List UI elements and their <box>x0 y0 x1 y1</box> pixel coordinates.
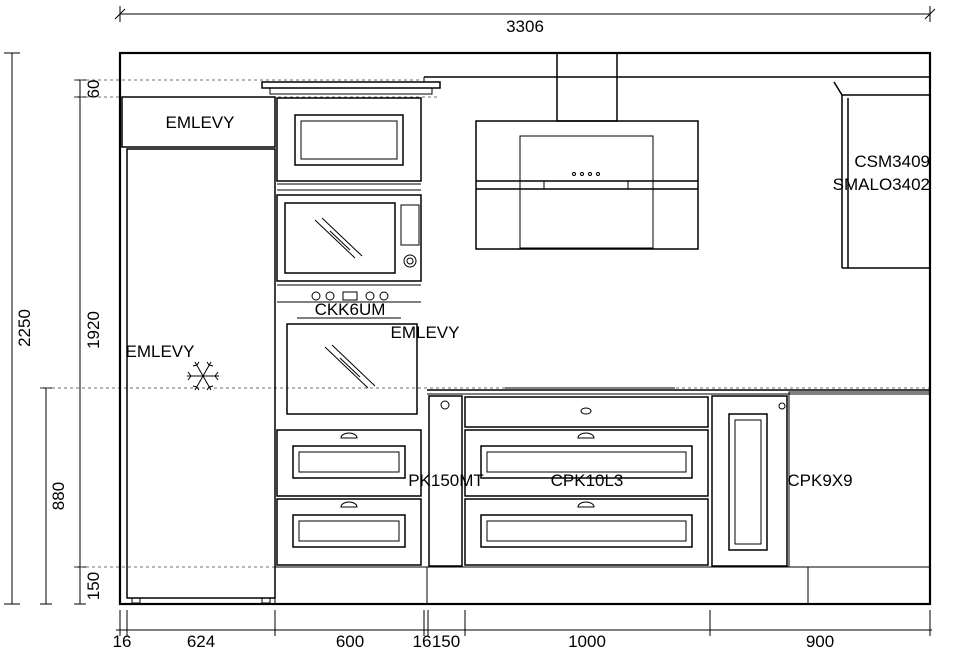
tall-height-dimension: 60 1920 150 <box>74 79 103 605</box>
wall-unit-right: CSM3409 SMALO3402 <box>423 76 930 269</box>
knob-icon <box>311 291 389 301</box>
base-height-label: 880 <box>49 482 68 510</box>
tall-oven-unit: CKK6UM EMLEVY <box>261 81 460 605</box>
dim-bottom-4: 150 <box>432 632 460 651</box>
dim-bottom-1: 624 <box>187 632 215 651</box>
bottom-dimension-chain: 16 624 600 16 150 1000 900 <box>113 610 932 651</box>
base-height-dimension: 880 <box>40 387 68 605</box>
overall-width-dimension: 3306 <box>114 6 936 36</box>
overall-height-dimension: 2250 <box>4 52 34 605</box>
plinth-label: 150 <box>84 572 103 600</box>
dim-bottom-6: 900 <box>806 632 834 651</box>
drawer-base-label: CPK10L3 <box>551 471 624 490</box>
dim-bottom-0: 16 <box>113 632 132 651</box>
dim-bottom-2: 600 <box>336 632 364 651</box>
corner-base-label: CPK9X9 <box>787 471 852 490</box>
fridge-top-label: EMLEVY <box>166 113 235 132</box>
overall-height-label: 2250 <box>15 309 34 347</box>
tall-height-label: 1920 <box>84 311 103 349</box>
tall-unit-side-label: EMLEVY <box>391 323 460 342</box>
wall-unit-label-1: CSM3409 <box>854 152 930 171</box>
narrow-base-unit: PK150MT <box>408 395 484 567</box>
dim-bottom-3: 16 <box>413 632 432 651</box>
snowflake-icon <box>187 361 219 391</box>
cup-handle-icon <box>577 432 595 439</box>
cooker-hood <box>475 52 699 250</box>
corner-base-unit: CPK9X9 <box>711 391 931 605</box>
fridge-column: EMLEVY EMLEVY <box>121 96 276 604</box>
narrow-base-label: PK150MT <box>408 471 484 490</box>
wall-outline <box>118 51 932 606</box>
overall-width-label: 3306 <box>506 17 544 36</box>
tall-unit-label: CKK6UM <box>315 300 386 319</box>
dim-bottom-5: 1000 <box>568 632 606 651</box>
wall-unit-label-2: SMALO3402 <box>833 175 930 194</box>
drawer-base-unit: CPK10L3 <box>464 396 709 566</box>
fridge-label: EMLEVY <box>126 342 195 361</box>
top-strip-label: 60 <box>84 80 103 99</box>
